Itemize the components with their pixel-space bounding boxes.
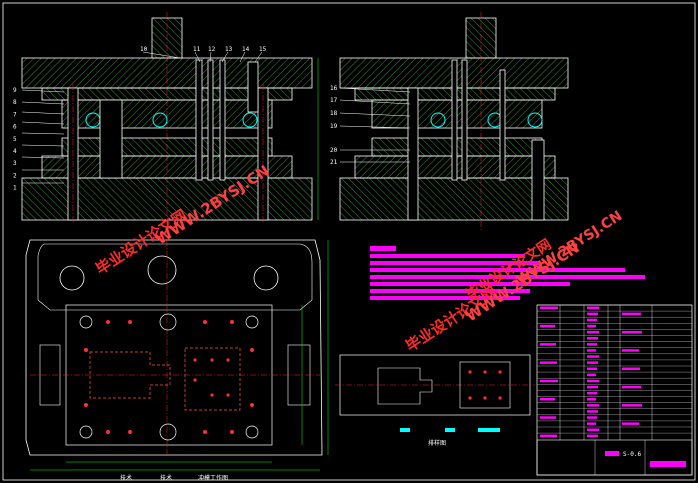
- table-cell-fill: [587, 306, 599, 309]
- table-cell-fill: [587, 337, 598, 340]
- table-cell-fill: [540, 361, 557, 364]
- part-numbers-top: 10 11 12 13 14 15: [140, 46, 267, 53]
- table-cell-fill: [540, 398, 555, 401]
- part-number-right: 21: [330, 159, 338, 166]
- table-cell-fill: [587, 416, 597, 419]
- table-cell-fill: [622, 367, 640, 370]
- table-cell-fill: [622, 385, 641, 389]
- part-number-left: 1: [13, 185, 17, 192]
- table-cell-fill: [622, 422, 639, 425]
- part-number-left: 9: [13, 87, 17, 94]
- side-section-view: [339, 12, 569, 230]
- part-number-top: 10: [140, 46, 148, 53]
- part-number-left: 8: [13, 99, 17, 106]
- strip-layout-view: 排样图: [335, 354, 535, 447]
- table-cell-fill: [587, 318, 597, 322]
- part-number-top: 14: [242, 46, 250, 53]
- part-number-right: 17: [330, 97, 338, 104]
- table-cell-fill: [540, 416, 556, 419]
- part-number-top: 12: [208, 46, 216, 53]
- table-cell-fill: [587, 391, 597, 395]
- table-cell-fill: [587, 422, 596, 425]
- bottom-label-2: 技术: [160, 474, 172, 482]
- table-cell-fill: [587, 379, 599, 383]
- table-cell-fill: [587, 428, 599, 431]
- parts-list-table: S-0.6: [536, 304, 693, 476]
- table-cell-fill: [622, 330, 642, 334]
- bottom-label-1: 技术: [120, 474, 132, 482]
- table-cell-fill: [587, 343, 597, 346]
- plan-view: [25, 239, 329, 471]
- table-cell-fill: [622, 349, 639, 352]
- table-cell-fill: [587, 355, 599, 358]
- table-cell-fill: [587, 398, 596, 401]
- table-cell-fill: [622, 312, 641, 316]
- part-numbers-right: 16 17 18 19 20 21: [330, 85, 338, 166]
- part-number-left: 3: [13, 160, 17, 167]
- strip-layout-label: 排样图: [428, 439, 446, 447]
- table-cell-fill: [587, 410, 598, 413]
- part-number-right: 20: [330, 147, 338, 154]
- table-cell-fill: [540, 379, 558, 383]
- part-number-top: 13: [225, 46, 233, 53]
- part-number-top: 11: [193, 46, 201, 53]
- table-cell-fill: [540, 434, 557, 438]
- table-cell-fill: [587, 373, 596, 377]
- bottom-label-3: 冲模工作图: [198, 474, 228, 482]
- part-number-left: 2: [13, 172, 17, 179]
- table-cell-fill: [540, 343, 556, 346]
- title-cell-text: S-0.6: [623, 451, 641, 458]
- part-number-right: 16: [330, 85, 338, 92]
- table-cell-fill: [587, 330, 599, 334]
- main-section-view: [21, 12, 319, 230]
- table-cell-fill: [587, 367, 597, 370]
- table-cell-fill: [587, 434, 598, 438]
- table-cell-fill: [540, 324, 555, 328]
- table-cell-fill: [587, 324, 596, 328]
- part-numbers-left: 9 8 7 6 5 4 3 2 1: [13, 87, 17, 192]
- table-cell-fill: [587, 361, 598, 364]
- part-number-left: 4: [13, 148, 17, 155]
- part-number-right: 18: [330, 110, 338, 117]
- part-number-left: 7: [13, 111, 17, 118]
- table-cell-fill: [587, 404, 599, 407]
- table-cell-fill: [587, 312, 598, 316]
- tech-requirements-block: [370, 246, 645, 300]
- part-number-right: 19: [330, 123, 338, 130]
- part-number-left: 5: [13, 136, 17, 143]
- table-cell-fill: [587, 349, 596, 352]
- part-number-top: 15: [259, 46, 267, 53]
- table-cell-fill: [622, 404, 642, 407]
- part-number-left: 6: [13, 124, 17, 131]
- table-cell-fill: [587, 385, 598, 389]
- table-cell-fill: [540, 306, 558, 309]
